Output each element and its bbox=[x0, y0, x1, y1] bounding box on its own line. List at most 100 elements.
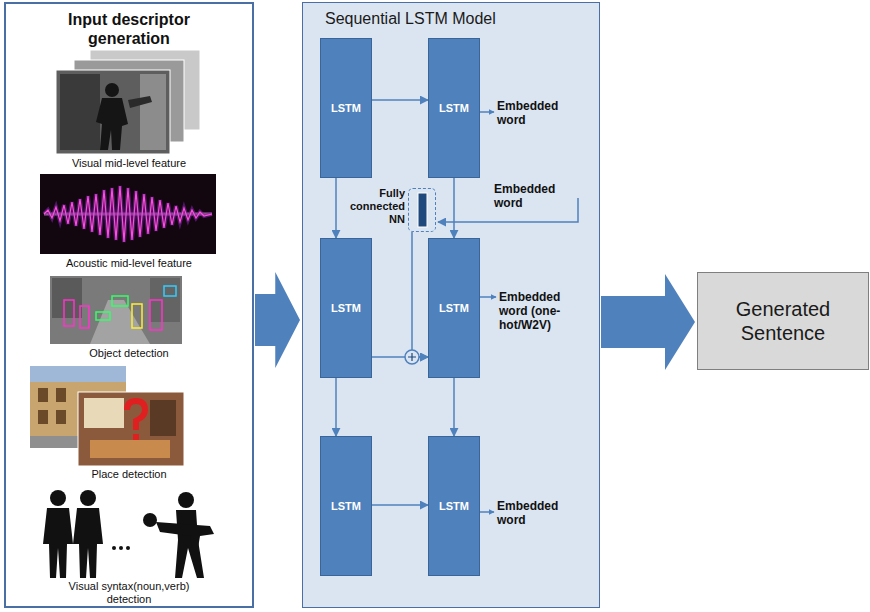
place-pictures-part bbox=[150, 400, 176, 436]
lstm-cell: LSTM bbox=[320, 436, 372, 576]
video-frames-picture bbox=[56, 50, 200, 154]
node-label: LSTM bbox=[331, 500, 361, 512]
panel-fill bbox=[302, 2, 600, 608]
block-arrow-shape bbox=[255, 272, 300, 368]
connector-line bbox=[453, 178, 455, 238]
people-silhouettes-part bbox=[73, 508, 103, 578]
street-detection-picture-part bbox=[64, 300, 74, 326]
video-frames-picture-part bbox=[140, 74, 166, 150]
street-detection-picture-part bbox=[80, 306, 89, 328]
node-label: LSTM bbox=[331, 302, 361, 314]
node-label: LSTM bbox=[439, 302, 469, 314]
people-silhouettes-part bbox=[50, 490, 66, 506]
place-pictures-part bbox=[30, 366, 126, 382]
lstm-cell: LSTM bbox=[320, 38, 372, 178]
output-label: Embedded word bbox=[497, 499, 567, 527]
people-silhouettes-part bbox=[175, 510, 204, 578]
place-pictures-part bbox=[90, 440, 170, 458]
leader-line-part bbox=[480, 296, 496, 298]
people-silhouettes-part bbox=[119, 546, 123, 550]
connector bbox=[372, 100, 428, 101]
leader-line-part bbox=[480, 111, 494, 113]
node-label: LSTM bbox=[439, 102, 469, 114]
place-pictures-part bbox=[56, 388, 66, 402]
lstm-cell: LSTM bbox=[428, 38, 480, 178]
people-silhouettes-part bbox=[178, 492, 194, 508]
block-arrow bbox=[601, 274, 695, 370]
people-silhouettes-part bbox=[43, 508, 73, 578]
place-pictures-part bbox=[133, 434, 139, 440]
people-silhouettes-part bbox=[80, 490, 96, 506]
block-arrow bbox=[255, 272, 300, 368]
sound-wave-picture-part bbox=[40, 174, 216, 254]
connector-line bbox=[372, 504, 428, 506]
connector-line bbox=[335, 378, 337, 436]
fc-bar bbox=[418, 193, 427, 227]
image-caption: Place detection bbox=[9, 468, 249, 481]
image-caption: Acoustic mid-level feature bbox=[9, 257, 249, 270]
sound-wave-picture bbox=[40, 174, 216, 254]
video-frames-picture-part bbox=[128, 96, 152, 108]
leader-line-part bbox=[480, 511, 494, 513]
street-detection-picture-part bbox=[132, 304, 142, 328]
node-label: Generated Sentence bbox=[706, 297, 860, 345]
connector bbox=[372, 505, 428, 506]
people-silhouettes-part bbox=[112, 546, 116, 550]
input-panel: Input descriptor generation bbox=[4, 2, 254, 608]
sum-node-symbol-part bbox=[405, 350, 419, 364]
street-detection-picture-part bbox=[164, 286, 176, 296]
place-pictures-part bbox=[84, 398, 124, 428]
people-silhouettes-part bbox=[126, 546, 130, 550]
node-label: LSTM bbox=[331, 102, 361, 114]
fc-layer-box: Fully connected NN bbox=[408, 188, 436, 232]
connector bbox=[336, 378, 337, 436]
lstm-cell: LSTM bbox=[320, 238, 372, 378]
place-pictures bbox=[30, 366, 184, 466]
block-arrow-shape bbox=[601, 274, 695, 370]
connector-line bbox=[335, 178, 337, 238]
place-pictures-part bbox=[56, 410, 66, 424]
sound-wave-picture-part bbox=[44, 186, 212, 242]
street-detection-picture-part bbox=[96, 312, 110, 320]
sum-node-symbol-part bbox=[408, 353, 416, 361]
node-label: Fully connected NN bbox=[343, 187, 405, 226]
lstm-cell: LSTM bbox=[428, 436, 480, 576]
output-label: Embedded word (one-hot/W2V) bbox=[499, 290, 591, 332]
image-caption: Object detection bbox=[9, 347, 249, 360]
connector-line bbox=[372, 99, 428, 101]
people-silhouettes bbox=[43, 490, 214, 578]
connector bbox=[454, 378, 455, 436]
sum-node-symbol bbox=[405, 350, 419, 364]
place-pictures-part bbox=[78, 392, 184, 466]
connector-line bbox=[453, 378, 455, 436]
connector bbox=[454, 178, 455, 238]
street-detection-picture bbox=[50, 276, 182, 344]
fc-bar-part bbox=[418, 193, 427, 227]
image-caption: Visual syntax(noun,verb) detection bbox=[59, 580, 199, 606]
node-label: Sequential LSTM Model bbox=[303, 3, 599, 28]
place-pictures-part bbox=[38, 388, 48, 402]
input-label: Embedded word bbox=[494, 182, 564, 210]
people-silhouettes-part bbox=[156, 522, 214, 548]
lstm-cell: LSTM bbox=[428, 238, 480, 378]
video-frames-picture-part bbox=[56, 70, 170, 154]
video-frames-picture-part bbox=[96, 98, 128, 150]
street-detection-picture-part bbox=[112, 296, 128, 306]
image-caption: Visual mid-level feature bbox=[9, 157, 249, 170]
place-pictures-part bbox=[38, 410, 48, 424]
connector bbox=[412, 232, 428, 357]
place-pictures-part bbox=[124, 398, 148, 430]
output-box: Generated Sentence bbox=[697, 272, 869, 370]
connector-line bbox=[411, 232, 413, 350]
people-silhouettes-part bbox=[143, 513, 157, 527]
connector bbox=[336, 178, 337, 238]
output-label: Embedded word bbox=[497, 99, 567, 127]
street-detection-picture-part bbox=[50, 276, 182, 344]
street-detection-picture-part bbox=[150, 300, 162, 330]
connector-line bbox=[419, 356, 428, 358]
street-detection-picture-part bbox=[52, 278, 82, 318]
node-label: LSTM bbox=[439, 500, 469, 512]
video-frames-picture-part bbox=[105, 83, 119, 97]
sound-wave-picture-part bbox=[44, 186, 212, 242]
